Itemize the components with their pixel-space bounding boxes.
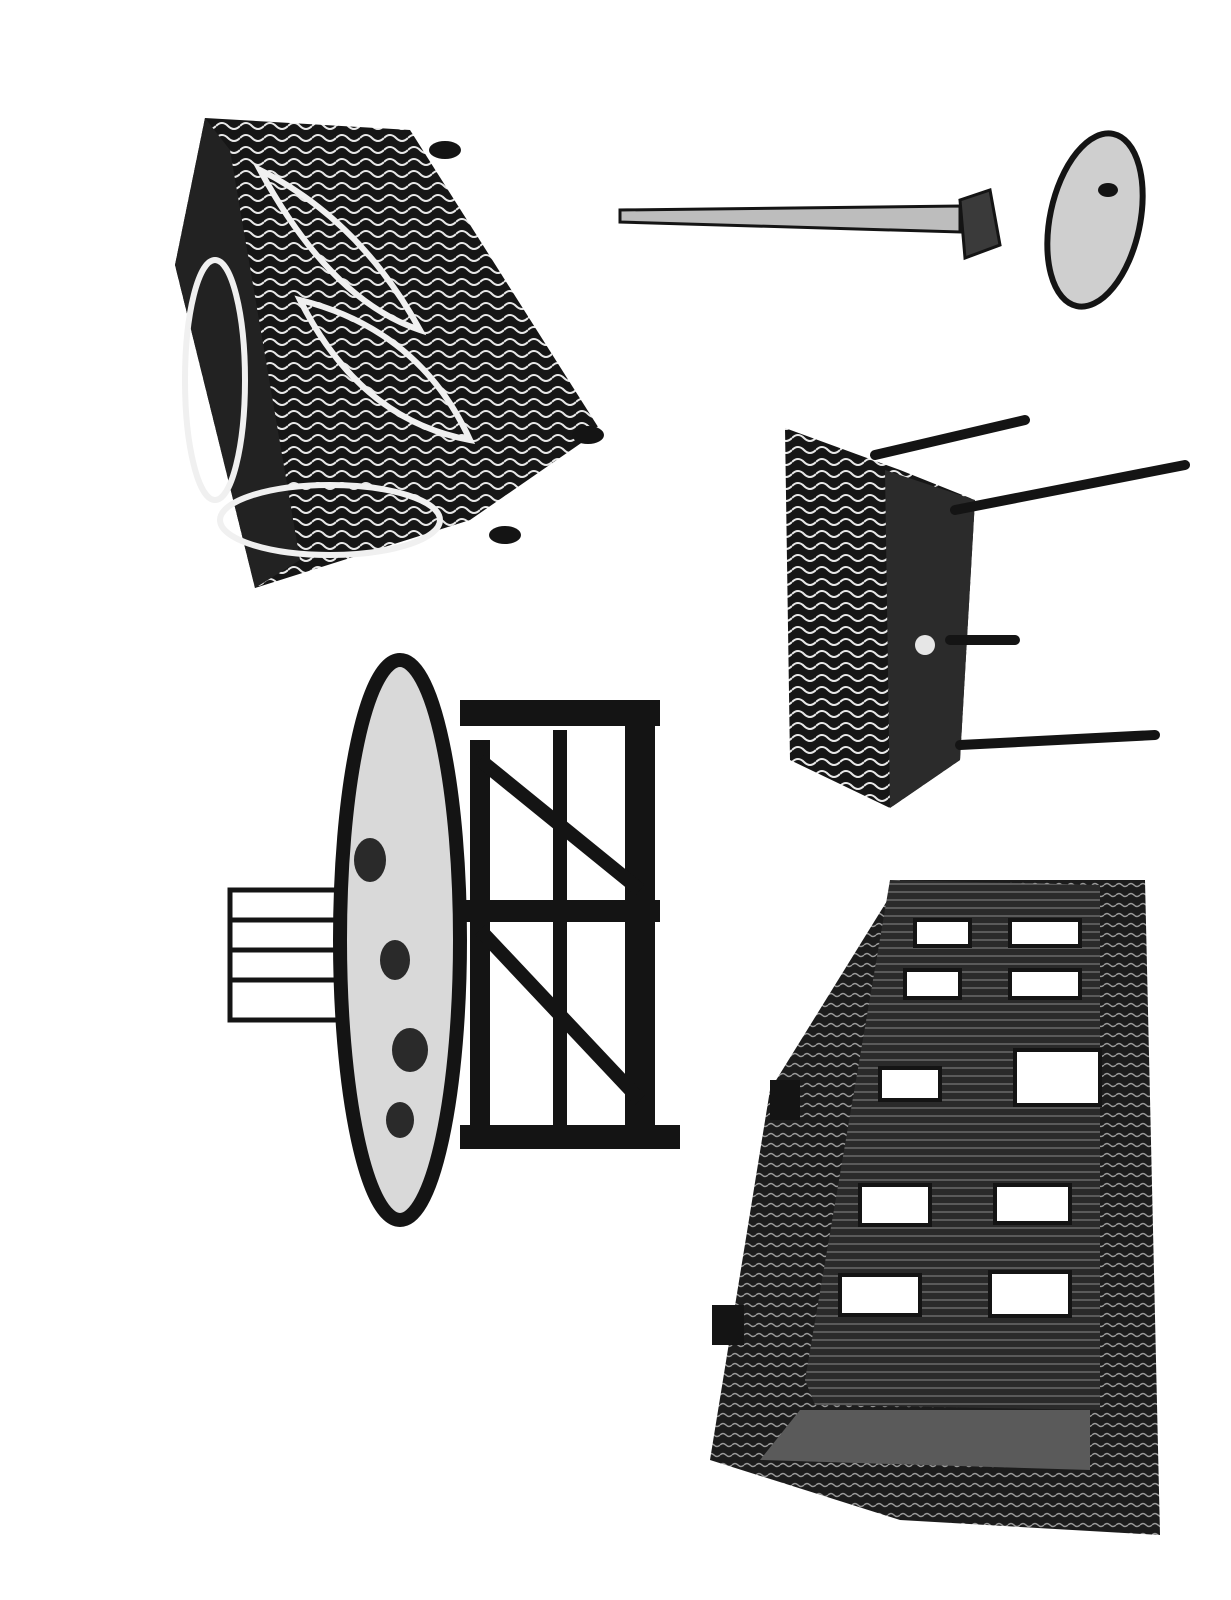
house-icon (710, 880, 1160, 1535)
grain-painted-chest-icon (175, 118, 604, 588)
candlestick-icon (618, 130, 1146, 310)
side-table-icon (785, 415, 1190, 808)
dining-table-icon (227, 653, 680, 1227)
